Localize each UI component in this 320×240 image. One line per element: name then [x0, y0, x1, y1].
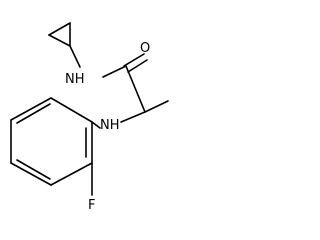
carbonyl-double-bond [123, 53, 148, 73]
bond-alpha-methyl [144, 100, 169, 113]
bond-cyclopropyl-top [48, 34, 71, 47]
cyclopropyl-ring [48, 22, 71, 47]
carbonyl-oxygen-label: O [140, 41, 150, 56]
bond-alpha-amine [120, 111, 146, 123]
amide-nitrogen-label: NH [65, 72, 85, 87]
amine-nitrogen-label: NH [100, 118, 120, 133]
bond-amine-aryl [91, 121, 101, 129]
fluorophenyl-ring [10, 97, 93, 186]
bond-cyclopropyl-left [48, 22, 71, 36]
bond-carbonyl-alpha [125, 65, 146, 113]
molecule-structure-diagram: O NH NH F [10, 22, 169, 213]
bond-nitrogen-carbonyl [102, 65, 127, 78]
fluorine-label: F [88, 198, 95, 213]
bond-cyclopropyl-nitrogen [69, 45, 81, 68]
